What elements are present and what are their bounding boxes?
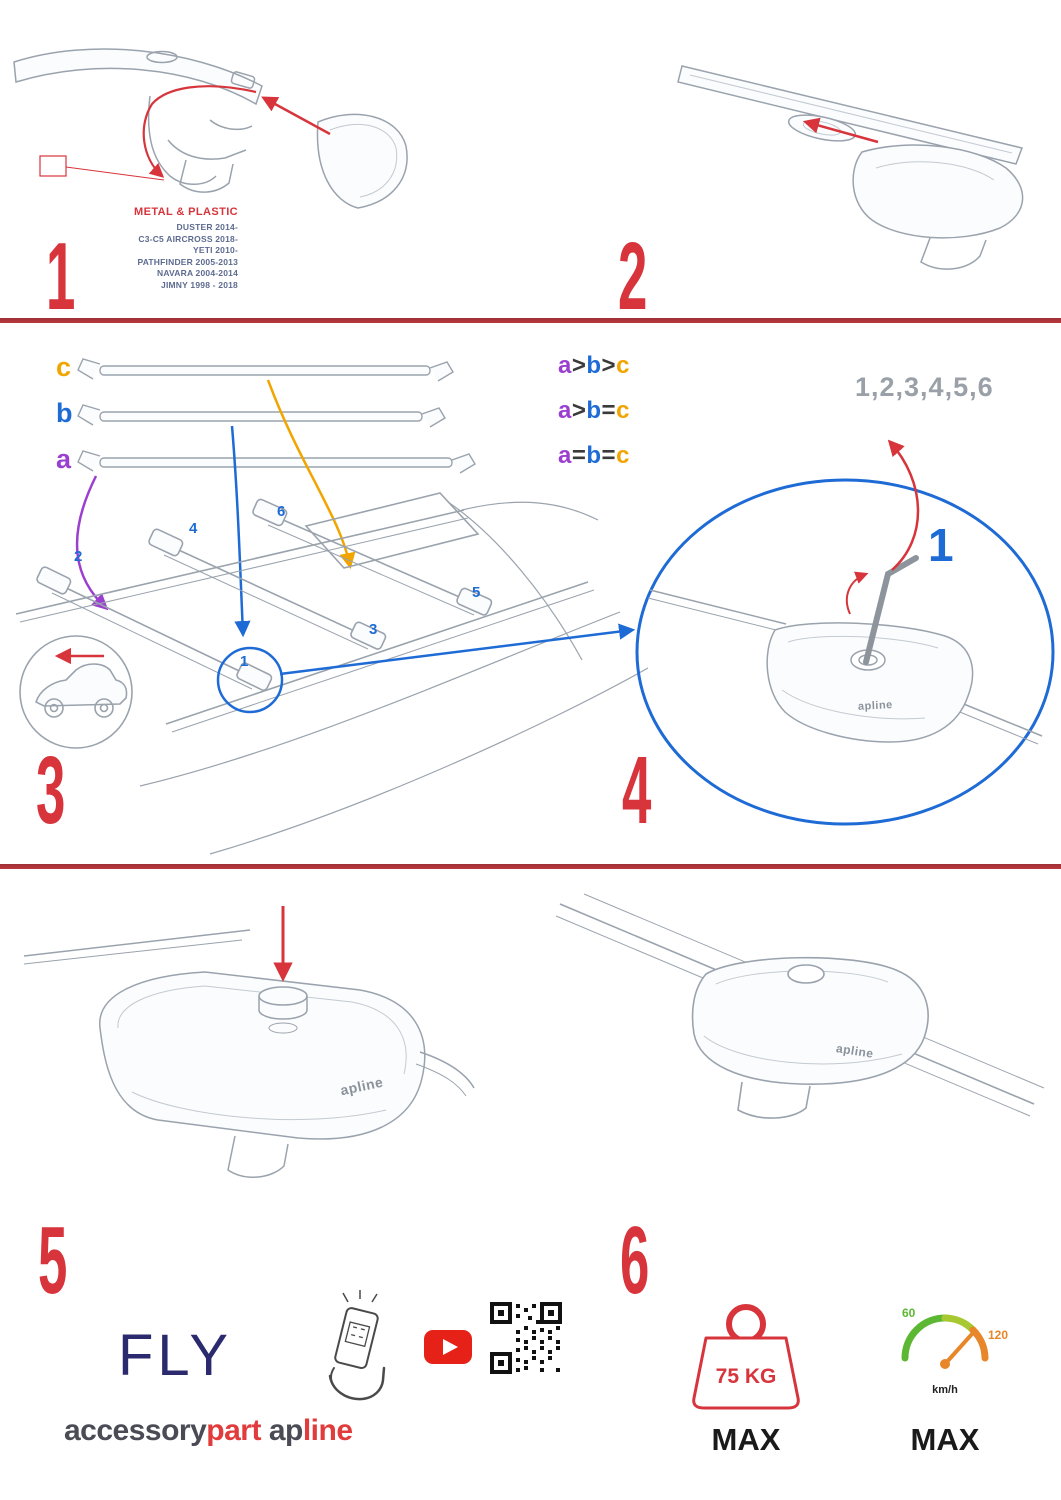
brand-accessory: accessory: [64, 1414, 207, 1447]
brand-logo: accessorypart apline: [64, 1414, 353, 1448]
qr-code: [488, 1300, 564, 1376]
scan-phone-icon: [328, 1290, 386, 1401]
step4-magnified-view: [635, 439, 1055, 826]
car-direction-icon: [19, 635, 133, 749]
position-6: 6: [277, 503, 286, 520]
model-item: JIMNY 1998 - 2018: [161, 279, 238, 290]
step1-cover-drawing: [316, 113, 408, 209]
section-divider: [0, 864, 1061, 869]
position-5: 5: [472, 584, 481, 601]
sequence-first-number: 1: [928, 519, 954, 571]
speed-max-label: 120: [988, 1328, 1009, 1342]
step4-number: 4: [622, 737, 652, 844]
position-2: 2: [74, 548, 83, 565]
comparison-1: a>b>c: [558, 352, 630, 379]
bar-label-a: a: [56, 444, 72, 474]
step5-step6-illustration: [23, 893, 1045, 1410]
model-item: NAVARA 2004-2014: [157, 268, 238, 278]
brand-mark-step4: apline: [857, 699, 894, 713]
step3-step4-illustration: [15, 358, 1055, 855]
speed-unit-label: km/h: [932, 1384, 958, 1396]
max-weight-label: MAX: [711, 1422, 781, 1457]
brand-part: part: [206, 1414, 261, 1447]
speed-min-label: 60: [902, 1306, 916, 1320]
section-divider: [0, 318, 1061, 323]
max-weight-value: 75 KG: [715, 1365, 777, 1388]
tightening-sequence: 1,2,3,4,5,6: [855, 372, 994, 402]
step1-step2-illustration: [13, 48, 1024, 270]
speedometer-icon: [901, 1314, 989, 1369]
step2-bar-drawing: [677, 65, 1024, 270]
model-item: C3-C5 AIRCROSS 2018-: [138, 233, 238, 244]
roof-drawing: [15, 492, 649, 855]
step6-number: 6: [620, 1207, 650, 1314]
position-3: 3: [369, 621, 378, 638]
step6-clamp-drawing: [555, 893, 1045, 1119]
step2-red-arrow: [802, 117, 879, 144]
max-speed-label: MAX: [910, 1422, 980, 1457]
step1-bar-drawing: [13, 48, 263, 193]
bar-label-b: b: [56, 398, 73, 428]
focus-circle-and-link: [216, 623, 636, 714]
youtube-icon[interactable]: [424, 1330, 472, 1364]
allen-key-icon: [863, 555, 919, 665]
comparison-2: a>b=c: [558, 397, 630, 424]
model-item: DUSTER 2014-: [176, 222, 238, 232]
step1-number: 1: [46, 223, 76, 330]
step1-red-arrows: [39, 85, 331, 181]
brand-line: line: [302, 1414, 353, 1447]
comparison-3: a=b=c: [558, 442, 630, 469]
step5-number: 5: [38, 1207, 68, 1314]
product-name: FLY: [118, 1323, 233, 1388]
bar-label-c: c: [56, 352, 72, 382]
step2-number: 2: [618, 223, 648, 330]
brand-ap: ap: [268, 1414, 304, 1447]
max-weight-icon: [692, 1304, 800, 1410]
model-item: YETI 2010-: [193, 245, 238, 255]
model-list: DUSTER 2014- C3-C5 AIRCROSS 2018- YETI 2…: [60, 222, 238, 291]
model-item: PATHFINDER 2005-2013: [137, 256, 238, 267]
position-4: 4: [189, 520, 198, 537]
loose-bars-drawing: [77, 358, 476, 474]
position-1: 1: [240, 653, 249, 670]
step5-clamp-drawing: [23, 929, 475, 1178]
material-label: METAL & PLASTIC: [134, 206, 238, 218]
step3-number: 3: [36, 737, 66, 844]
